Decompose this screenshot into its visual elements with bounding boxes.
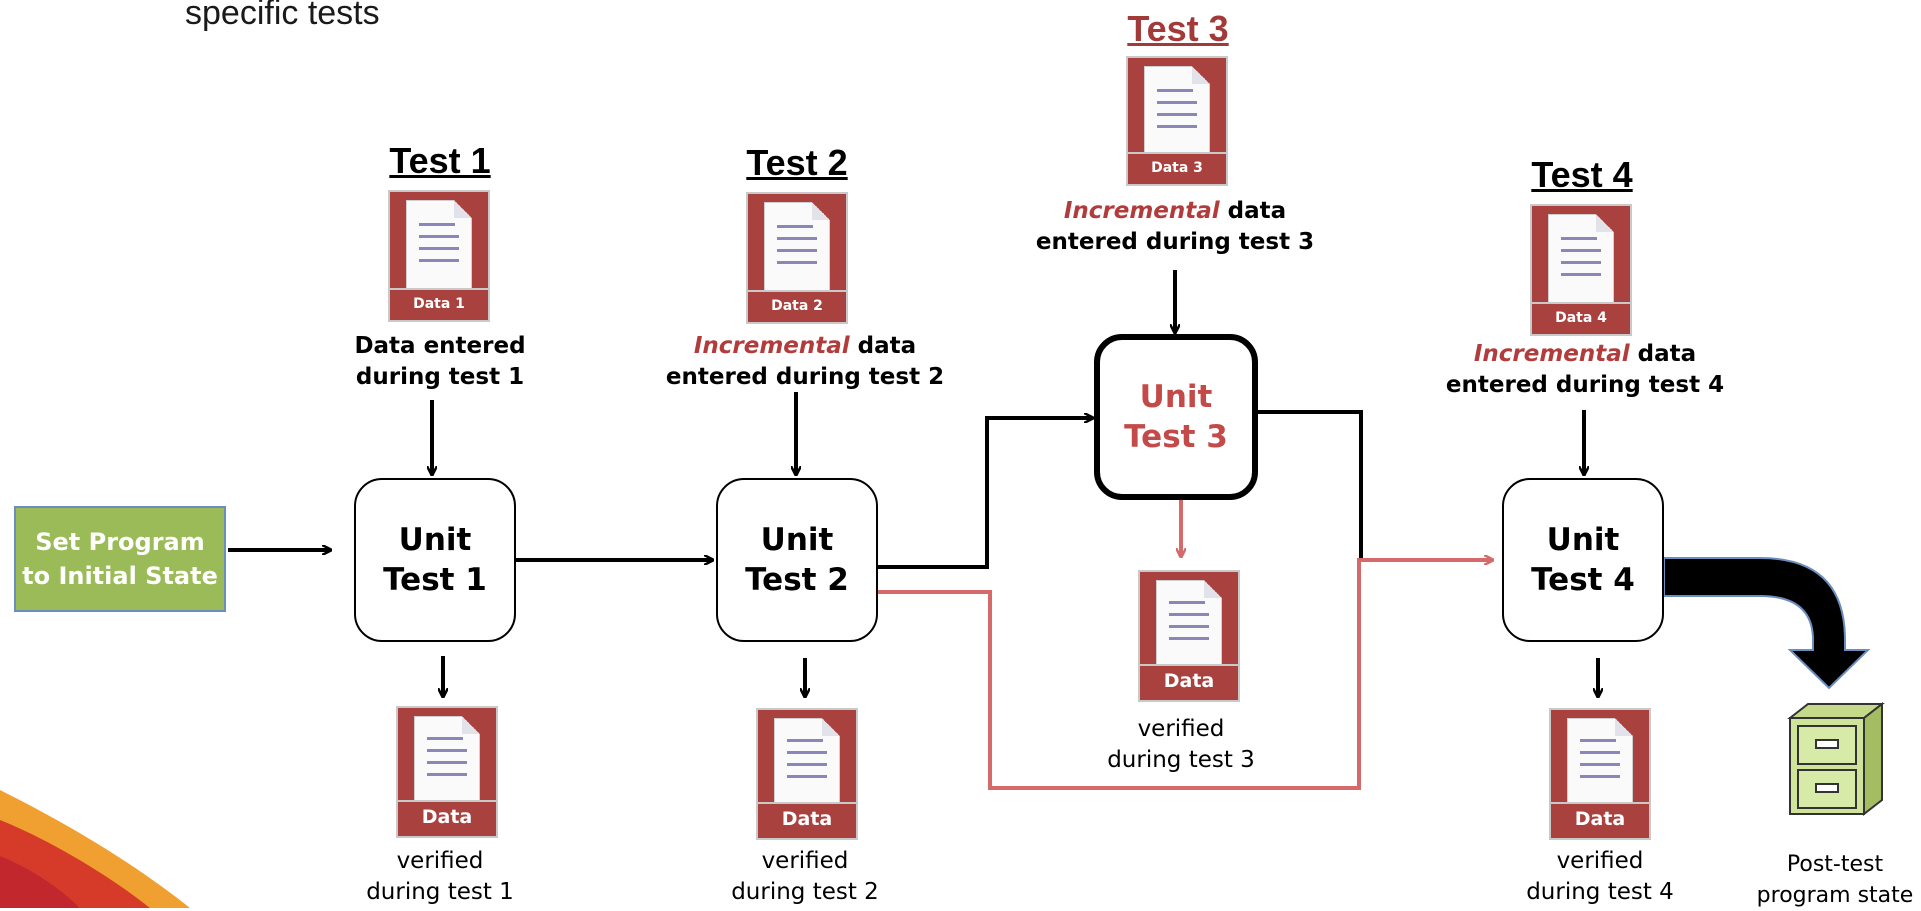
- arrow-unit2-unit3: [878, 418, 1092, 569]
- verified2-document-icon: Data: [756, 708, 858, 840]
- verified4-label: Data: [1551, 802, 1649, 838]
- test3-output-line1: verified: [1137, 716, 1225, 742]
- unit1-line2: Test 1: [383, 562, 487, 598]
- start-line2: to Initial State: [22, 562, 218, 590]
- test2-output-line1: verified: [761, 848, 849, 874]
- set-initial-state-box: Set Program to Initial State: [14, 506, 226, 612]
- filing-cabinet-icon: [1787, 701, 1885, 817]
- data4-document-icon: Data 4: [1530, 204, 1632, 336]
- final-line2: program state: [1756, 883, 1914, 908]
- test3-input-rest: data: [1219, 198, 1287, 224]
- test1-input-line2: during test 1: [355, 364, 525, 390]
- data1-document-icon: Data 1: [388, 190, 490, 322]
- verified1-label: Data: [398, 800, 496, 836]
- final-line1: Post-test: [1786, 852, 1884, 877]
- data3-document-icon: Data 3: [1126, 56, 1228, 186]
- test4-input-line2: entered during test 4: [1445, 372, 1725, 398]
- unit4-line1: Unit: [1546, 522, 1620, 558]
- red-verify-path: [878, 560, 1492, 790]
- test4-title: Test 4: [1531, 154, 1633, 195]
- verified4-document-icon: Data: [1549, 708, 1651, 840]
- test3-output-line2: during test 3: [1107, 747, 1255, 773]
- test4-output-caption: verified during test 4: [1500, 846, 1700, 908]
- test4-input-caption: Incremental data entered during test 4: [1440, 339, 1730, 401]
- test1-title: Test 1: [389, 140, 491, 181]
- test4-output-line2: during test 4: [1526, 879, 1674, 905]
- test1-input-caption: Data entered during test 1: [330, 331, 550, 393]
- test2-output-line2: during test 2: [731, 879, 879, 905]
- test3-output-caption: verified during test 3: [1076, 714, 1286, 776]
- line-unit3-out: [1256, 410, 1363, 562]
- test2-input-caption: Incremental data entered during test 2: [660, 331, 950, 393]
- test3-input-line2: entered during test 3: [1035, 229, 1315, 255]
- test2-input-line2: entered during test 2: [665, 364, 945, 390]
- data3-label: Data 3: [1128, 152, 1226, 184]
- data1-label: Data 1: [390, 288, 488, 320]
- unit3-line1: Unit: [1139, 379, 1213, 415]
- test2-input-rest: data: [849, 333, 917, 359]
- test4-incremental: Incremental: [1473, 341, 1630, 367]
- test1-output-caption: verified during test 1: [340, 846, 540, 908]
- unit2-line1: Unit: [760, 522, 834, 558]
- verified1-document-icon: Data: [396, 706, 498, 838]
- unit2-line2: Test 2: [745, 562, 849, 598]
- test1-output-line2: during test 1: [366, 879, 514, 905]
- data4-label: Data 4: [1532, 302, 1630, 334]
- test3-title: Test 3: [1127, 8, 1229, 49]
- unit1-line1: Unit: [398, 522, 472, 558]
- test2-title: Test 2: [746, 142, 848, 183]
- test4-input-rest: data: [1629, 341, 1697, 367]
- data2-document-icon: Data 2: [746, 192, 848, 324]
- verified2-label: Data: [758, 802, 856, 838]
- unit3-line2: Test 3: [1124, 419, 1228, 455]
- slide-title-fragment: specific tests: [185, 0, 380, 32]
- unit4-line2: Test 4: [1531, 562, 1635, 598]
- test2-incremental: Incremental: [693, 333, 850, 359]
- test1-input-line1: Data entered: [354, 333, 526, 359]
- data2-label: Data 2: [748, 290, 846, 322]
- verified3-document-icon: Data: [1138, 570, 1240, 702]
- verified3-label: Data: [1140, 664, 1238, 700]
- final-elbow-arrow: [1663, 557, 1871, 690]
- test3-incremental: Incremental: [1063, 198, 1220, 224]
- start-line1: Set Program: [35, 528, 205, 556]
- test3-input-caption: Incremental data entered during test 3: [1030, 196, 1320, 258]
- final-state-caption: Post-test program state: [1750, 849, 1920, 911]
- test1-output-line1: verified: [396, 848, 484, 874]
- test2-output-caption: verified during test 2: [705, 846, 905, 908]
- test4-output-line1: verified: [1556, 848, 1644, 874]
- decorative-swoosh: [0, 790, 190, 908]
